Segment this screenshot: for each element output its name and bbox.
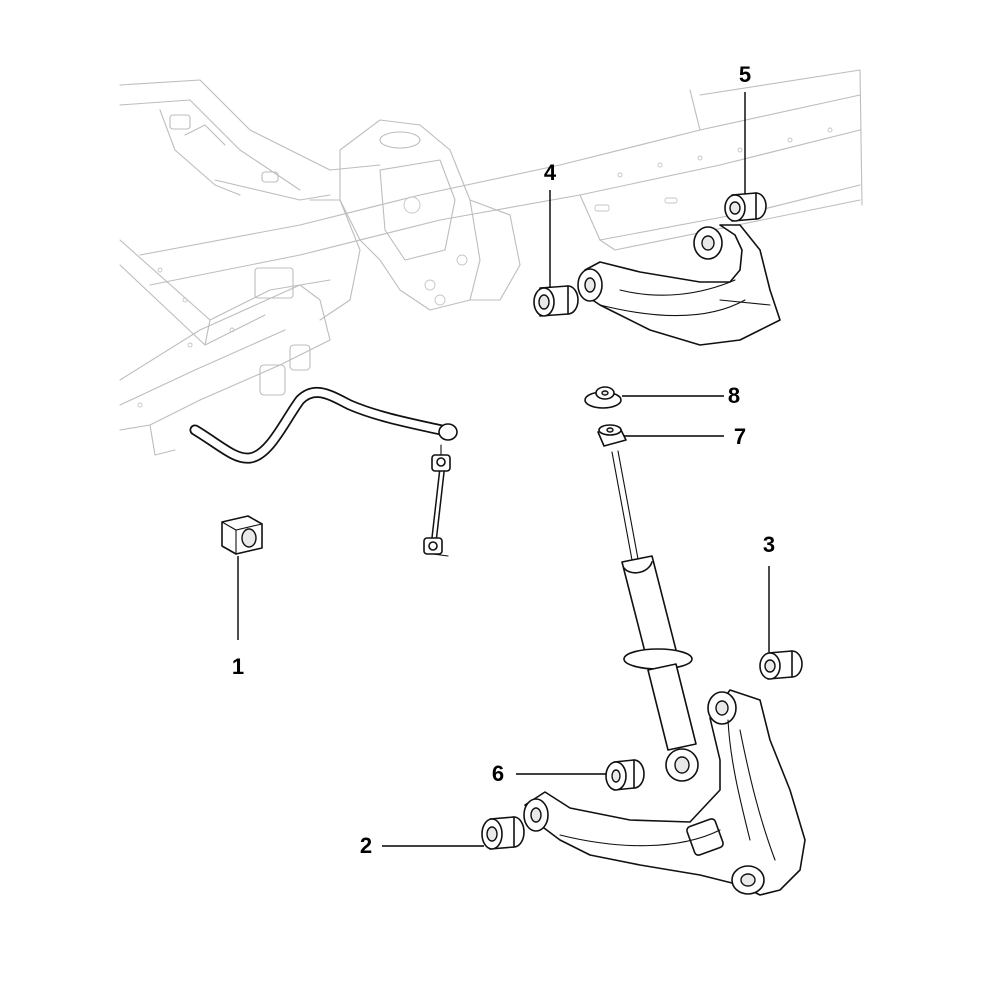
stabilizer-bushing: [221, 515, 263, 555]
callout-label-4: 4: [543, 160, 557, 185]
callout-label-6: 6: [491, 761, 505, 786]
callout-label-5: 5: [738, 62, 752, 87]
shock-upper-upper-mount: [584, 386, 622, 409]
callout-label-2: 2: [359, 833, 373, 858]
lower-control-arm: [523, 689, 806, 896]
vehicle-frame: [119, 69, 863, 456]
callout-label-3: 3: [762, 532, 776, 557]
upper-arm-rear-bushing: [724, 192, 767, 222]
frame-holes: [594, 127, 833, 212]
callout-label-8: 8: [727, 383, 741, 408]
callout-label-7: 7: [733, 424, 747, 449]
upper-control-arm: [577, 224, 781, 346]
callout-label-1: 1: [231, 654, 245, 679]
lower-arm-front-bushing: [481, 816, 525, 850]
stabilizer-link: [423, 444, 451, 557]
leader-lines: [237, 92, 770, 847]
stabilizer-bar: [189, 386, 458, 464]
upper-arm-front-bushing: [533, 285, 579, 317]
shock-upper-lower-mount: [597, 424, 627, 447]
lower-arm-rear-bushing: [759, 650, 803, 680]
shock-lower-bushing: [605, 759, 645, 791]
shock-absorber: [611, 450, 699, 782]
